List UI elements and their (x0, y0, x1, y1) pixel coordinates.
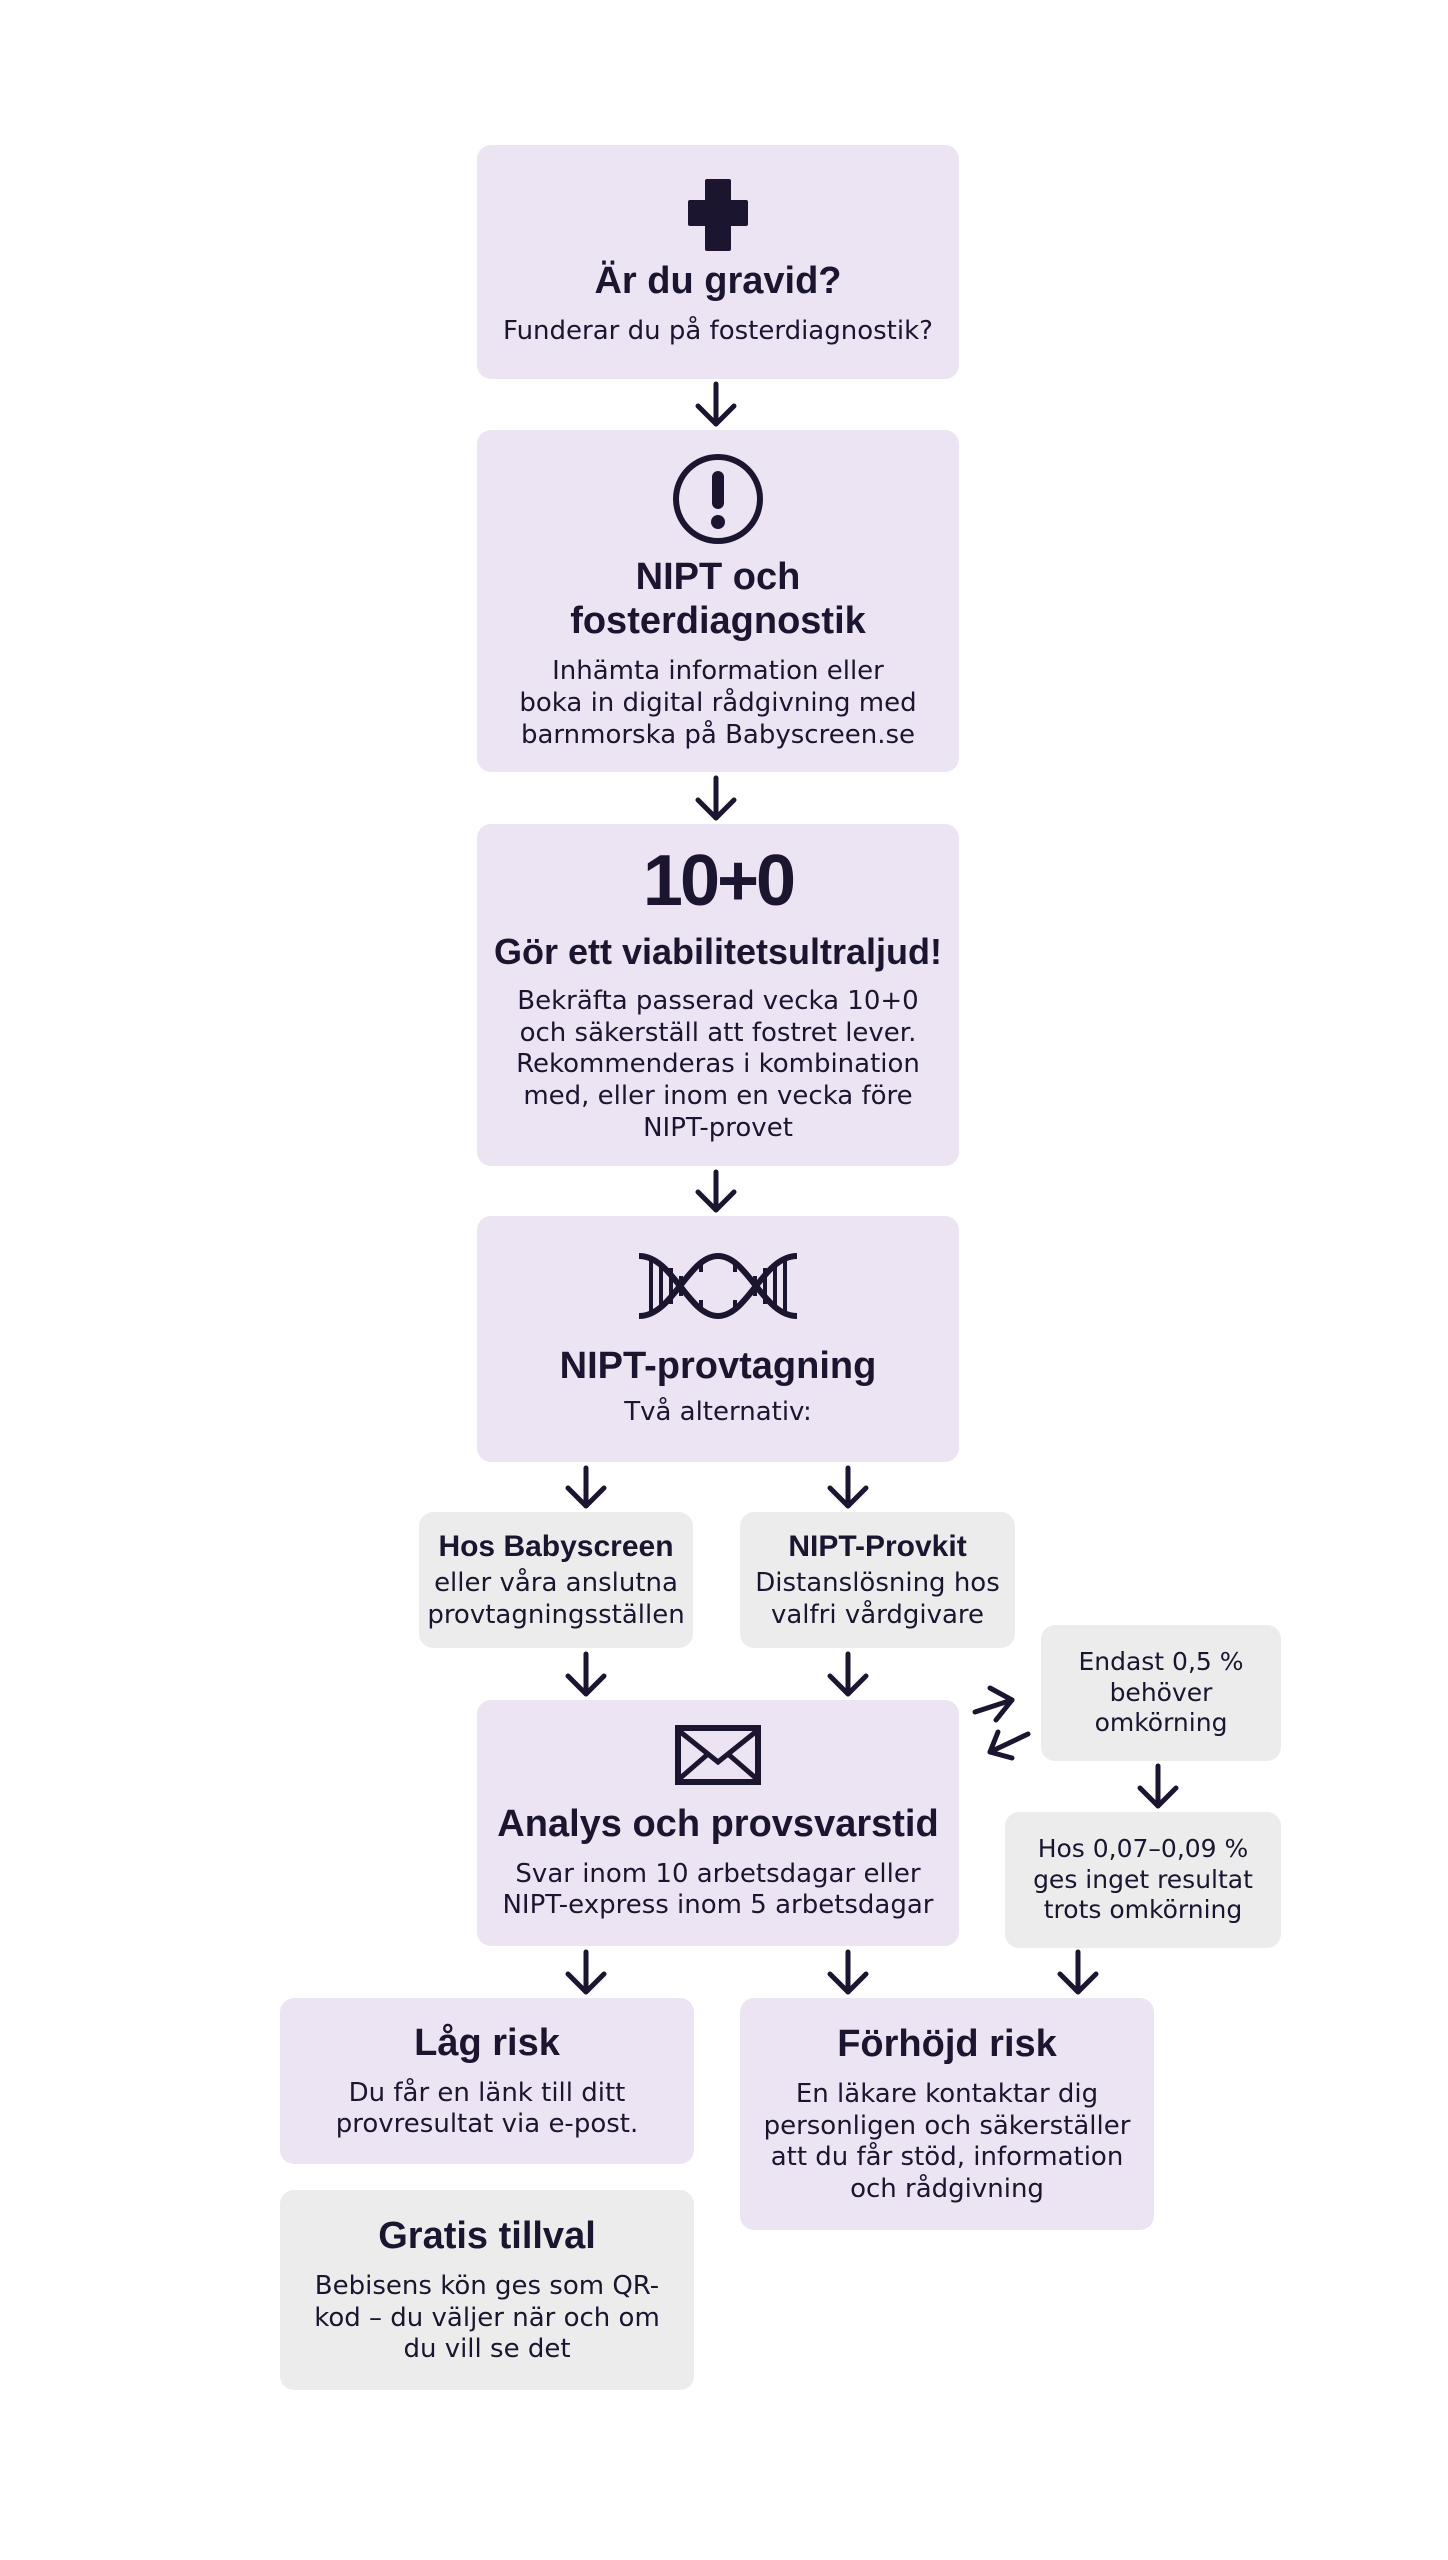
option-text: Distanslösning hos valfri vårdgivare (755, 1567, 1000, 1630)
step-ultrasound: 10+0 Gör ett viabilitetsultraljud! Bekrä… (477, 824, 959, 1166)
free-addon: Gratis tillval Bebisens kön ges som QR-k… (280, 2190, 694, 2390)
step-text: Svar inom 10 arbetsdagar eller NIPT-expr… (502, 1858, 934, 1921)
result-text: Du får en länk till ditt provresultat vi… (335, 2077, 639, 2140)
step-title: Gör ett viabilitetsultraljud! (493, 931, 943, 973)
arrow-down-icon (827, 1651, 869, 1697)
result-title: Låg risk (414, 2021, 560, 2064)
option-text: eller våra anslutna provtagningsställen (427, 1567, 685, 1630)
result-text: En läkare kontaktar dig personligen och … (763, 2078, 1131, 2205)
step-text: Inhämta information eller boka in digita… (519, 656, 917, 750)
plus-icon (688, 178, 748, 251)
arrow-down-icon (827, 1949, 869, 1995)
step-title: Analys och provsvarstid (497, 1802, 939, 1845)
no-result-info: Hos 0,07–0,09 % ges inget resultat trots… (1005, 1812, 1281, 1948)
step-text: Funderar du på fosterdiagnostik? (503, 315, 933, 346)
addon-title: Gratis tillval (378, 2215, 596, 2257)
no-result-text: Hos 0,07–0,09 % ges inget resultat trots… (1033, 1834, 1253, 1925)
week-badge: 10+0 (642, 841, 796, 922)
arrow-down-icon (565, 1949, 607, 1995)
dna-icon (638, 1252, 798, 1319)
option-title: Hos Babyscreen (438, 1529, 674, 1563)
exclamation-circle-icon (673, 453, 763, 544)
rerun-text: Endast 0,5 % behöver omkörning (1078, 1647, 1244, 1738)
result-high-risk: Förhöjd risk En läkare kontaktar dig per… (740, 1998, 1154, 2230)
rerun-info: Endast 0,5 % behöver omkörning (1041, 1625, 1281, 1761)
arrow-down-icon (1057, 1949, 1099, 1995)
option-title: NIPT-Provkit (788, 1529, 967, 1563)
option-provkit: NIPT-Provkit Distanslösning hos valfri v… (740, 1512, 1015, 1648)
step-title: Är du gravid? (594, 259, 842, 302)
step-pregnant: Är du gravid? Funderar du på fosterdiagn… (477, 145, 959, 379)
arrow-down-icon (565, 1651, 607, 1697)
addon-text: Bebisens kön ges som QR-kod – du väljer … (314, 2270, 660, 2365)
result-title: Förhöjd risk (837, 2023, 1057, 2066)
arrow-down-icon (565, 1465, 607, 1509)
step-text: Bekräfta passerad vecka 10+0 och säkerst… (516, 985, 920, 1143)
arrow-down-icon (695, 775, 737, 821)
arrow-right-icon (972, 1685, 1015, 1723)
arrow-down-icon (1137, 1763, 1179, 1809)
result-low-risk: Låg risk Du får en länk till ditt provre… (280, 1998, 694, 2164)
step-title: NIPT och fosterdiagnostik (570, 555, 866, 643)
envelope-icon (675, 1724, 761, 1785)
option-babyscreen: Hos Babyscreen eller våra anslutna provt… (419, 1512, 693, 1648)
arrow-down-icon (695, 1169, 737, 1213)
arrow-down-icon (827, 1465, 869, 1509)
step-sampling: NIPT-provtagning Två alternativ: (477, 1216, 959, 1462)
step-text: Två alternativ: (624, 1396, 812, 1427)
step-nipt-info: NIPT och fosterdiagnostik Inhämta inform… (477, 430, 959, 772)
arrow-down-icon (695, 381, 737, 427)
step-analysis: Analys och provsvarstid Svar inom 10 arb… (477, 1700, 959, 1946)
step-title: NIPT-provtagning (559, 1344, 877, 1387)
arrow-left-icon (987, 1729, 1031, 1761)
